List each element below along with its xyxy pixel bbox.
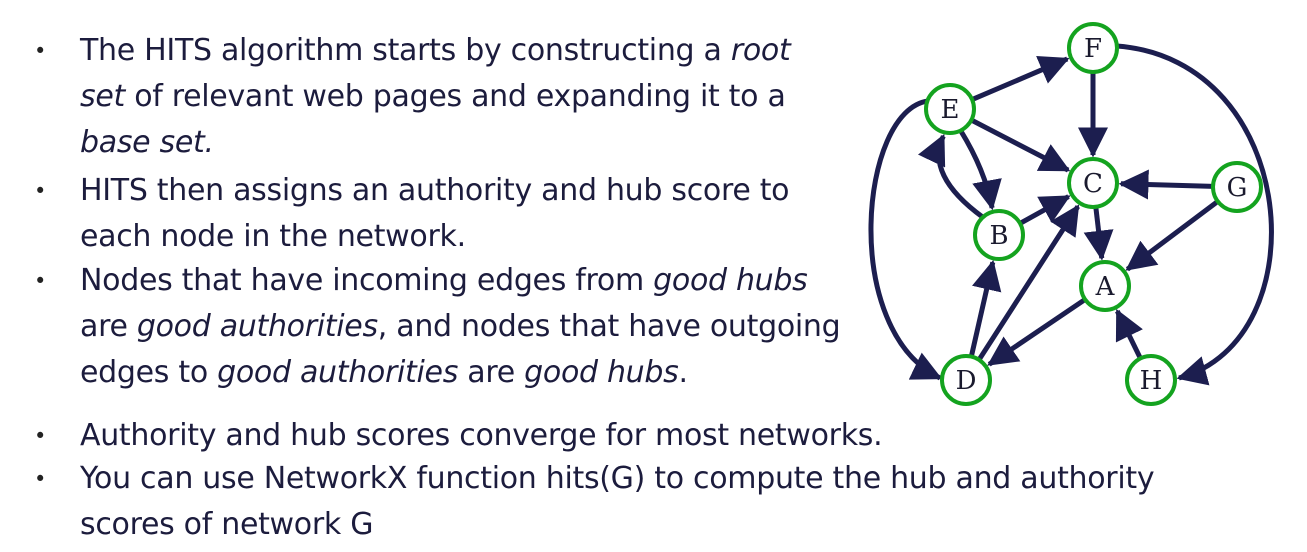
bullet-marker: • [34,424,47,448]
node-layer: F E C G B A D H [924,22,1263,406]
emphasized-text: set [80,79,125,114]
bullet-text-line: set of relevant web pages and expanding … [80,82,786,112]
node-circle [940,354,992,406]
bullet-text-line: HITS then assigns an authority and hub s… [80,173,790,208]
node-label: E [941,95,960,125]
bullet-marker: • [34,179,47,203]
node-b: B [973,209,1025,261]
edge-g-to-a [1125,199,1220,272]
emphasized-text: good authorities [136,309,378,344]
emphasized-text: good hubs [524,355,679,390]
bullet-marker: • [34,39,47,63]
edge-c-to-a [1083,206,1114,261]
text-segment: . [678,355,688,390]
emphasized-text: base set. [80,125,214,160]
text-segment: HITS then assigns an authority and hub s… [80,173,790,208]
bullet-marker: • [34,269,47,293]
node-label: G [1227,173,1248,203]
node-h: H [1125,354,1177,406]
text-segment: , and nodes that have outgoing [377,309,841,344]
node-label: H [1140,366,1163,396]
edge-b-to-c [1018,194,1071,226]
node-circle [1125,354,1177,406]
text-segment: scores of network G [80,507,374,542]
bullet-text-line: You can use NetworkX function hits(G) to… [80,461,1155,496]
node-label: C [1083,169,1103,199]
emphasized-text: root [730,33,791,68]
text-segment: The HITS algorithm starts by constructin… [80,33,731,68]
bullet-text-line: scores of network G [80,510,373,540]
text-segment: each node in the network. [80,219,466,254]
bullet-text-line: each node in the network. [80,222,466,252]
edge-a-to-d [987,297,1087,367]
bullet-marker: • [34,467,47,491]
node-e: E [924,83,976,135]
node-circle [1211,161,1263,213]
edge-e-to-f [971,55,1070,102]
node-circle [973,209,1025,261]
edge-d-to-b [968,259,1002,358]
node-circle [924,83,976,135]
edge-b-to-e [918,133,985,220]
edge-h-to-a [1115,308,1143,360]
text-segment: You can use NetworkX function hits(G) to… [80,461,1155,496]
bullet-text-line: base set. [80,128,214,158]
node-label: D [956,366,977,396]
node-f: F [1067,22,1119,74]
bullet-text-line: Authority and hub scores converge for mo… [80,418,883,453]
node-label: A [1095,272,1116,302]
edge-e-to-b [958,129,1002,211]
edge-d-to-c [976,204,1080,362]
bullet-text-line: are good authorities, and nodes that hav… [80,309,841,344]
text-segment: Nodes that have incoming edges from [80,263,654,298]
emphasized-text: good hubs [653,263,808,298]
node-label: F [1084,34,1102,64]
text-segment: are [80,309,137,344]
bullet-text-line: Nodes that have incoming edges from good… [80,263,808,298]
node-circle [1067,157,1119,209]
node-label: B [989,221,1008,251]
text-segment: edges to [80,355,218,390]
bullet-text-line: The HITS algorithm starts by constructin… [80,33,791,68]
edge-e-to-c [970,117,1071,173]
node-c: C [1067,157,1119,209]
text-segment: of relevant web pages and expanding it t… [124,79,786,114]
text-segment: are [458,355,525,390]
edge-g-to-c [1118,169,1214,200]
edge-e-to-d [868,98,943,381]
emphasized-text: good authorities [217,355,459,390]
edge-f-to-h [1116,43,1274,386]
bullet-text-line: edges to good authorities are good hubs. [80,358,688,388]
node-a: A [1079,260,1131,312]
node-circle [1067,22,1119,74]
text-segment: Authority and hub scores converge for mo… [80,418,883,453]
node-circle [1079,260,1131,312]
node-d: D [940,354,992,406]
node-g: G [1211,161,1263,213]
edge-layer [868,43,1274,386]
